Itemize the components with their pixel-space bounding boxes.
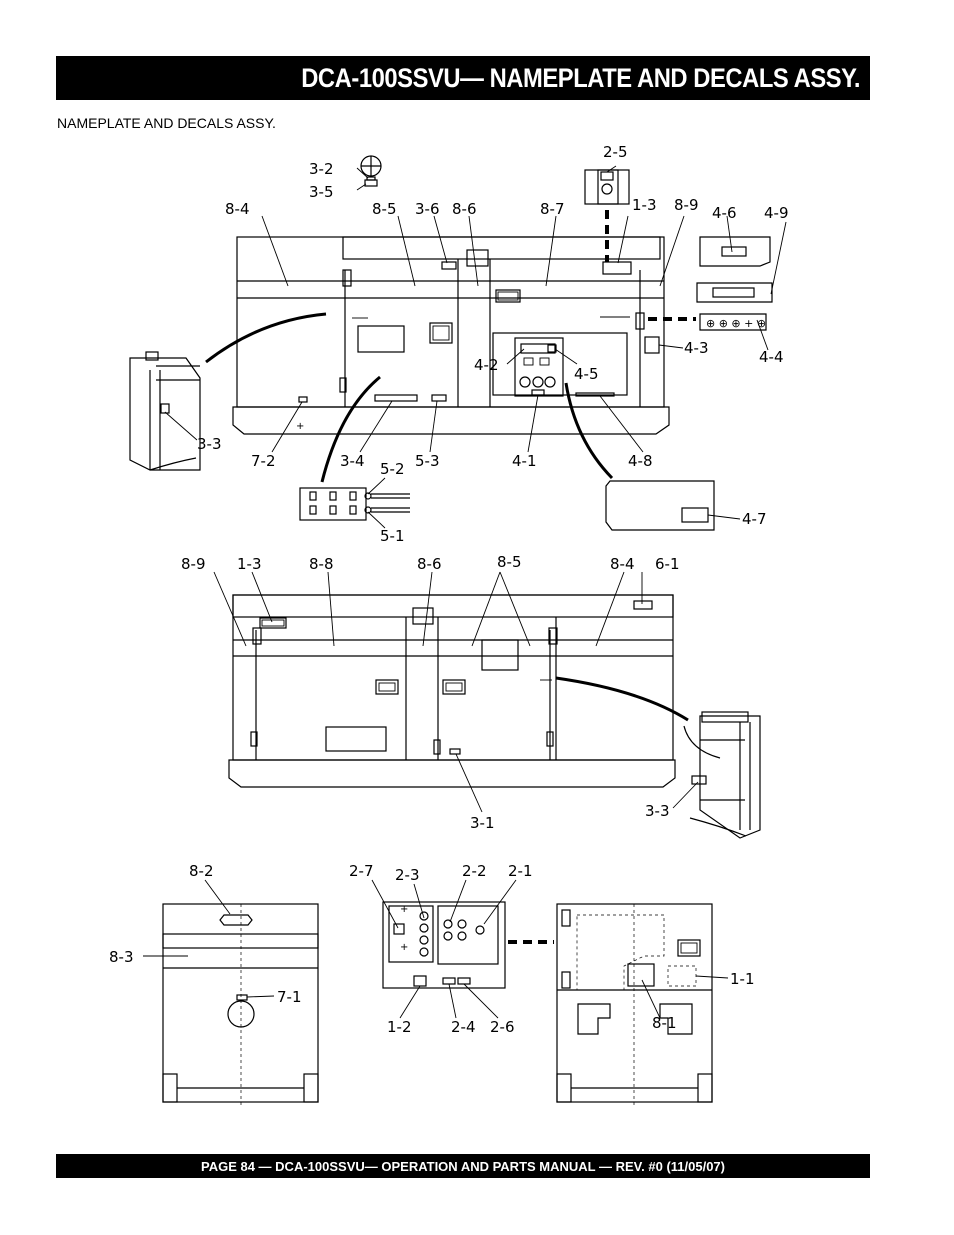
callout-2-6: 2-6 [490, 1018, 515, 1036]
callout-7-2: 7-2 [251, 452, 276, 470]
callout-4-6: 4-6 [712, 204, 737, 222]
callout-4-2: 4-2 [474, 356, 499, 374]
generator-right-view [228, 594, 761, 839]
callout-8-6: 8-6 [452, 200, 477, 218]
leader-lines-view1 [164, 165, 787, 529]
callout-2-4: 2-4 [451, 1018, 476, 1036]
callout-2-7: 2-7 [349, 862, 374, 880]
page-title-bar: DCA-100SSVU— NAMEPLATE AND DECALS ASSY. [56, 56, 870, 100]
svg-text:⊕ ⊕ ⊕ + ⊕: ⊕ ⊕ ⊕ + ⊕ [706, 317, 766, 330]
callout-8-3: 8-3 [109, 948, 134, 966]
callout-8-5: 8-5 [372, 200, 397, 218]
callout-3-3-a: 3-3 [197, 435, 222, 453]
callout-1-3: 1-3 [632, 196, 657, 214]
callout-8-4-b: 8-4 [610, 555, 635, 573]
svg-text:+: + [296, 421, 304, 432]
callout-3-4: 3-4 [340, 452, 365, 470]
callout-3-3-b: 3-3 [645, 802, 670, 820]
leader-lines-view2 [213, 571, 699, 813]
callout-1-3-b: 1-3 [237, 555, 262, 573]
callout-5-1: 5-1 [380, 527, 405, 545]
callout-8-2: 8-2 [189, 862, 214, 880]
callout-8-4: 8-4 [225, 200, 250, 218]
callout-3-6: 3-6 [415, 200, 440, 218]
generator-left-view: + [129, 155, 773, 531]
callout-8-6-b: 8-6 [417, 555, 442, 573]
callout-3-2: 3-2 [309, 160, 334, 178]
callout-8-7: 8-7 [540, 200, 565, 218]
callout-4-5: 4-5 [574, 365, 599, 383]
callout-1-1: 1-1 [730, 970, 755, 988]
callout-4-9: 4-9 [764, 204, 789, 222]
callout-2-2: 2-2 [462, 862, 487, 880]
svg-text:+: + [400, 942, 408, 953]
callout-5-3: 5-3 [415, 452, 440, 470]
leader-lines-view3 [143, 879, 729, 1019]
callout-7-1: 7-1 [277, 988, 302, 1006]
page-footer-text: PAGE 84 — DCA-100SSVU— OPERATION AND PAR… [201, 1158, 725, 1174]
callout-4-7: 4-7 [742, 510, 767, 528]
callout-2-1: 2-1 [508, 862, 533, 880]
callout-5-2: 5-2 [380, 460, 405, 478]
callout-8-1: 8-1 [652, 1014, 677, 1032]
callout-4-1: 4-1 [512, 452, 537, 470]
callout-labels: 3-2 3-5 2-5 8-4 8-5 3-6 8-6 8-7 1-3 8-9 … [109, 143, 789, 1036]
callout-8-8: 8-8 [309, 555, 334, 573]
callout-4-3: 4-3 [684, 339, 709, 357]
callout-4-4: 4-4 [759, 348, 784, 366]
callout-1-2: 1-2 [387, 1018, 412, 1036]
callout-3-5: 3-5 [309, 183, 334, 201]
svg-text:+: + [400, 904, 408, 915]
section-subtitle: NAMEPLATE AND DECALS ASSY. [57, 115, 276, 131]
callout-8-9: 8-9 [674, 196, 699, 214]
control-panel-view: + + [382, 901, 554, 989]
callout-3-1: 3-1 [470, 814, 495, 832]
page-title: DCA-100SSVU— NAMEPLATE AND DECALS ASSY. [301, 62, 860, 93]
generator-end-view-right [556, 903, 713, 1106]
callout-8-5-b: 8-5 [497, 553, 522, 571]
callout-4-8: 4-8 [628, 452, 653, 470]
generator-end-view-left [162, 903, 319, 1106]
callout-2-5: 2-5 [603, 143, 628, 161]
callout-8-9-b: 8-9 [181, 555, 206, 573]
callout-2-3: 2-3 [395, 866, 420, 884]
callout-6-1: 6-1 [655, 555, 680, 573]
page-footer-bar: PAGE 84 — DCA-100SSVU— OPERATION AND PAR… [56, 1154, 870, 1178]
